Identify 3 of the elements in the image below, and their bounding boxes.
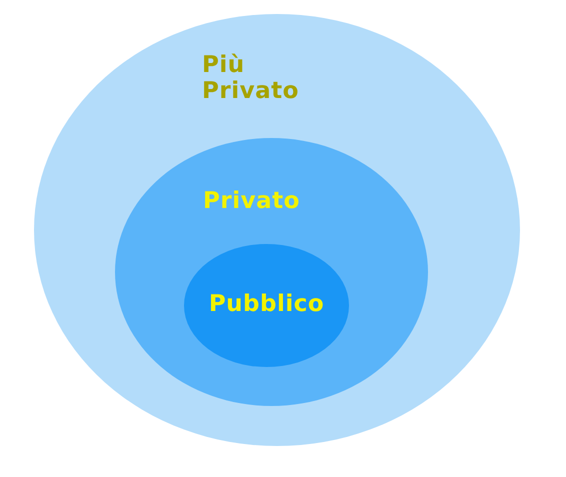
- ellipse-label: Privato: [203, 188, 300, 214]
- ellipse-label: Pubblico: [208, 291, 324, 317]
- ellipse-label: Più Privato: [202, 52, 299, 104]
